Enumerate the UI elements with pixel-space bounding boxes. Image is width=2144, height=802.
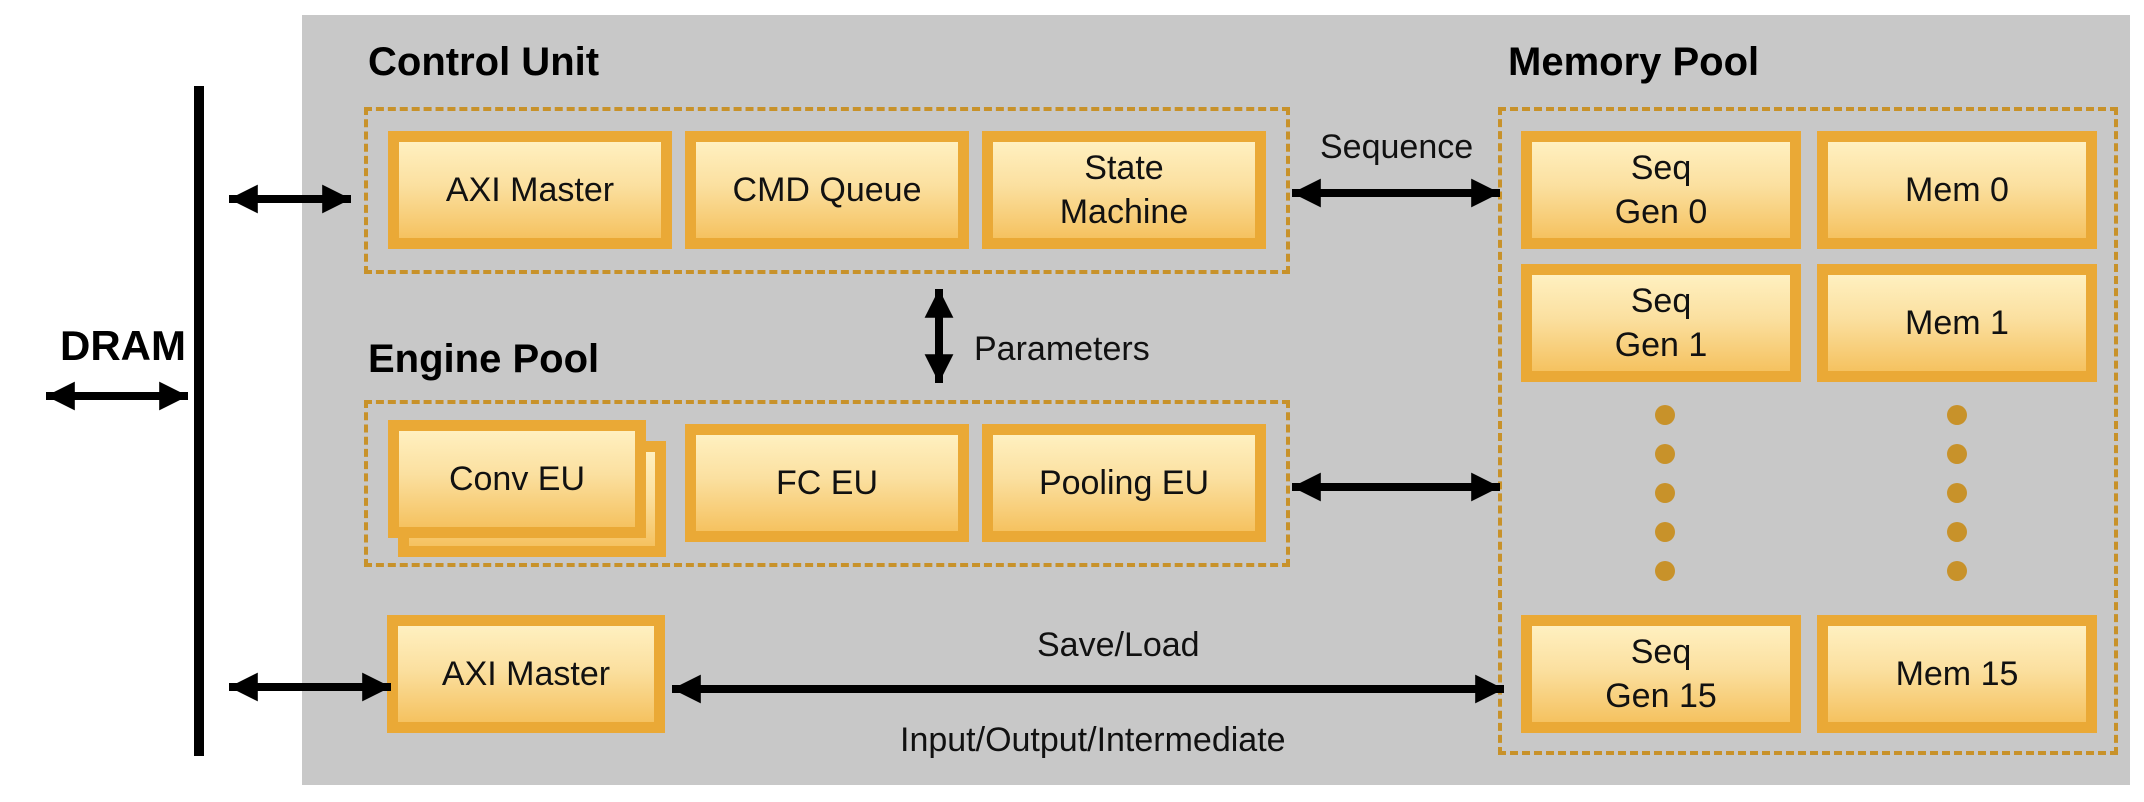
pooling-eu-block: Pooling EU [982, 424, 1266, 542]
engine-pool-title: Engine Pool [368, 337, 600, 381]
ellipsis-dot [1655, 405, 1675, 425]
memory-pool-title: Memory Pool [1508, 40, 1760, 84]
sequence-label: Sequence [1320, 128, 1474, 166]
io-label: Input/Output/Intermediate [900, 721, 1286, 759]
control-unit-title: Control Unit [368, 40, 600, 84]
mem-15-block: Mem 15 [1817, 615, 2097, 733]
ellipsis-dot [1947, 444, 1967, 464]
mem-0-block: Mem 0 [1817, 131, 2097, 249]
parameters-label: Parameters [974, 330, 1150, 368]
ellipsis-dot [1655, 522, 1675, 542]
ellipsis-dot [1947, 522, 1967, 542]
dram-label: DRAM [60, 322, 186, 369]
fc-eu-block: FC EU [685, 424, 969, 542]
seq-gen-1-block: Seq Gen 1 [1521, 264, 1801, 382]
cmd-queue-block: CMD Queue [685, 131, 969, 249]
ellipsis-dot [1655, 483, 1675, 503]
conv-eu-block: Conv EU [388, 420, 646, 538]
save-load-label: Save/Load [1037, 626, 1200, 664]
ellipsis-dot [1947, 405, 1967, 425]
ellipsis-dot [1947, 483, 1967, 503]
ellipsis-dot [1655, 561, 1675, 581]
seq-gen-0-block: Seq Gen 0 [1521, 131, 1801, 249]
ellipsis-dot [1655, 444, 1675, 464]
ellipsis-dot [1947, 561, 1967, 581]
state-machine-block: State Machine [982, 131, 1266, 249]
engine-pool-group [364, 400, 1290, 567]
control-unit-group [364, 107, 1290, 274]
mem-1-block: Mem 1 [1817, 264, 2097, 382]
seq-gen-15-block: Seq Gen 15 [1521, 615, 1801, 733]
memory-pool-group [1498, 107, 2118, 755]
cu-axi-master-block: AXI Master [388, 131, 672, 249]
io-axi-master-block: AXI Master [387, 615, 665, 733]
